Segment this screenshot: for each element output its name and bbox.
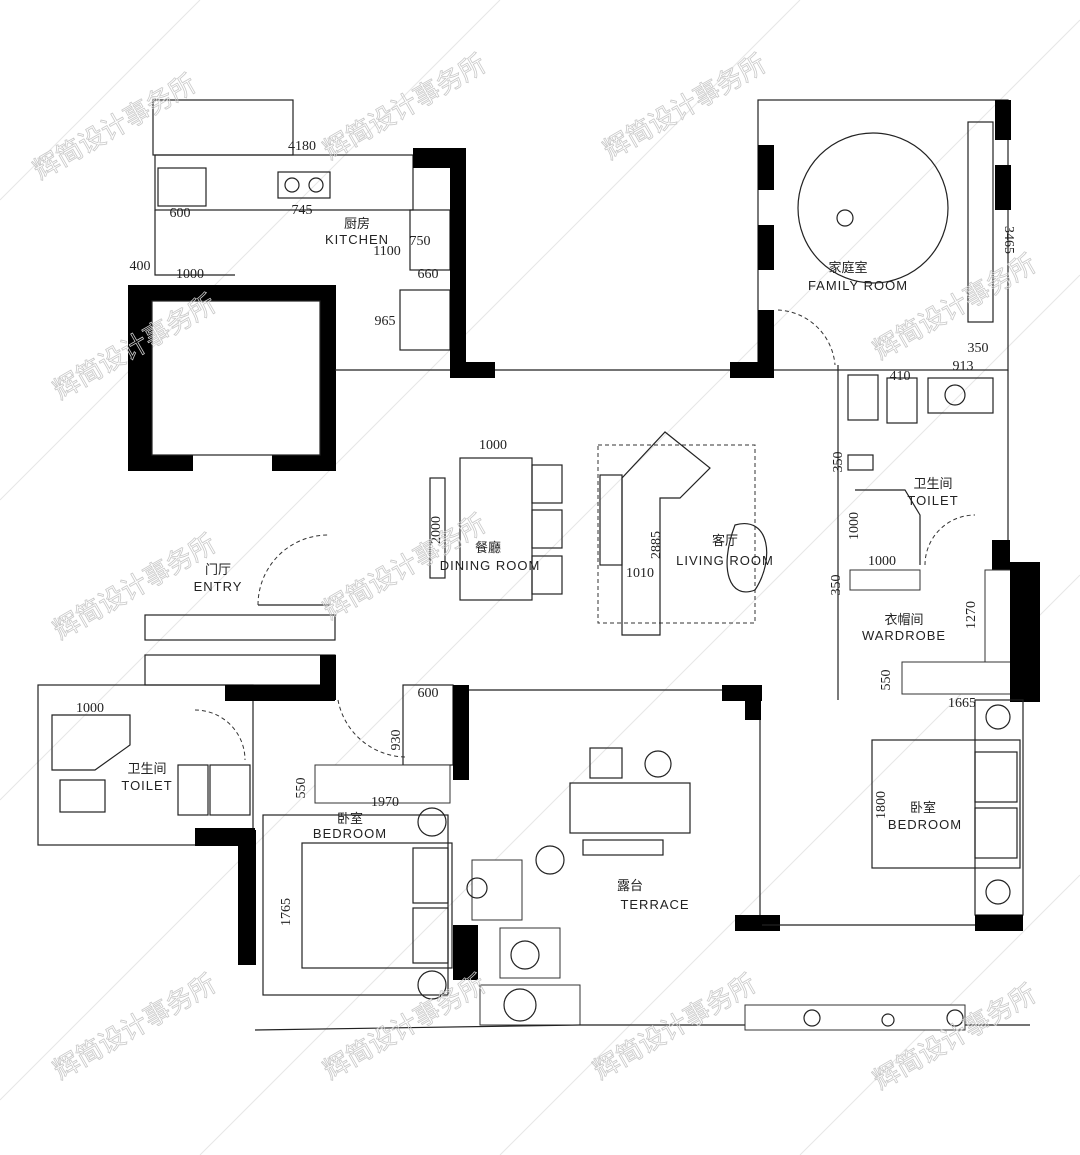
dim-410: 410 [890,369,911,384]
toilet-left-icon [59,779,106,813]
dining-area [429,457,563,601]
terrace-table-icon [569,782,691,834]
dim-350-low: 350 [829,575,844,596]
terrace-label-en: TERRACE [620,897,689,912]
dim-1000-kitchen: 1000 [176,267,204,282]
dim-1100: 1100 [373,244,400,259]
watermark-8: 辉简设计事务所 [319,969,492,1086]
dim-1665: 1665 [948,696,976,711]
dim-350-mid: 350 [831,452,846,473]
entry-label-en: ENTRY [194,579,243,594]
dim-550-left: 550 [294,778,309,799]
fridge-icon [399,289,451,351]
family-room-label-cn: 家庭室 [828,260,867,276]
watermark-10: 辉简设计事务所 [869,979,1042,1096]
dining-label-cn: 餐廳 [475,540,501,556]
wardrobe-label-cn: 衣帽间 [884,612,923,628]
watermark-9: 辉简设计事务所 [589,969,762,1086]
dim-600-kitchen: 600 [170,206,191,221]
kitchen-label-cn: 厨房 [344,216,370,232]
plant-icon-3 [503,988,537,1022]
coffee-table-icon [726,522,768,593]
bedroom-right-label-cn: 卧室 [910,800,936,816]
dining-label-en: DINING ROOM [440,558,541,573]
round-rug-icon [797,132,949,284]
bedroom-right-area [762,699,1024,931]
dim-745: 745 [292,203,313,218]
terrace-label-cn: 露台 [617,879,643,894]
dim-750: 750 [410,234,431,249]
dim-1000-toilet: 1000 [76,701,104,716]
watermark-3: 辉简设计事务所 [599,49,772,166]
dim-965: 965 [375,314,396,329]
dim-1270: 1270 [964,601,979,629]
dim-4180: 4180 [288,139,316,154]
dim-1970: 1970 [371,795,399,810]
dim-913: 913 [953,359,974,374]
dim-930: 930 [389,730,404,751]
living-area [597,431,768,636]
toilet-right-area [847,374,1010,570]
family-room-area [730,99,1011,378]
dim-350-top: 350 [968,341,989,356]
person-icon [535,845,565,875]
family-room-label-en: FAMILY ROOM [808,278,908,293]
entry-area [128,285,336,700]
wardrobe-label-en: WARDROBE [862,628,946,643]
dim-3465: 3465 [1001,226,1016,254]
toilet-right-label-cn: 卫生间 [913,477,952,492]
wardrobe-area [849,562,1040,702]
living-label-en: LIVING ROOM [676,553,774,568]
outline [335,365,1009,700]
toilet-left-label-cn: 卫生间 [127,762,166,777]
entry-label-cn: 门厅 [205,563,231,578]
watermark-7: 辉简设计事务所 [49,969,222,1086]
dim-1010: 1010 [626,566,654,581]
living-label-cn: 客厅 [712,533,738,549]
kitchen-label-en: KITCHEN [325,232,389,247]
dim-400: 400 [130,259,151,274]
stove-icon [277,171,331,199]
bed-left-icon [301,842,453,969]
dim-1000-vertical: 1000 [847,512,862,540]
bed-right-icon [871,739,1021,869]
dim-550-right: 550 [879,670,894,691]
bedroom-left-area [238,684,454,1000]
dim-1800: 1800 [874,791,889,819]
bedroom-right-label-en: BEDROOM [888,817,962,832]
cabinet-icon [967,121,994,323]
sofa-icon [621,431,711,636]
dim-1765: 1765 [279,898,294,926]
toilet-right-label-en: TOILET [907,493,958,508]
bedroom-left-label-en: BEDROOM [313,826,387,841]
plant-icon-2 [510,940,540,970]
dim-1000-horizontal: 1000 [868,554,896,569]
dim-1000-dining: 1000 [479,438,507,453]
dim-2000: 2000 [429,516,444,544]
toilet-icon [886,377,918,424]
kitchen-area [152,99,495,378]
dim-660: 660 [418,267,439,282]
plant-icon [466,877,488,899]
dim-600-bedroom: 600 [418,686,439,701]
terrace-area [254,685,1030,1031]
watermark-11: 辉简设计事务所 [869,249,1042,366]
sink-icon [157,167,207,207]
basin-icon [927,377,994,414]
dim-2885: 2885 [649,531,664,559]
bedroom-left-label-cn: 卧室 [337,811,363,827]
toilet-left-label-en: TOILET [121,778,172,793]
